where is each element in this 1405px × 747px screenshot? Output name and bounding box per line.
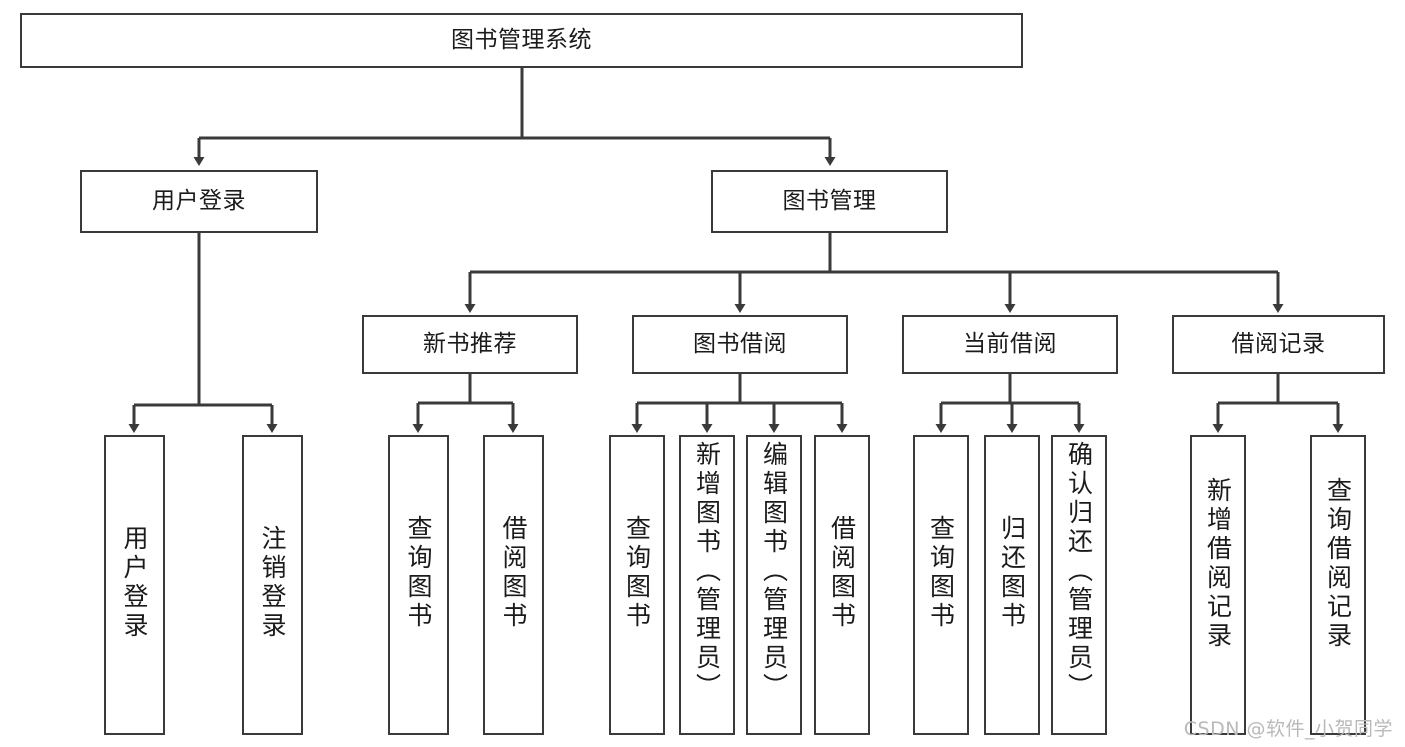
node-root-label: 图书管理系统	[451, 26, 592, 53]
node-borrow-record[interactable]: 借阅记录	[1172, 315, 1385, 374]
node-leaf-query-book-1-label: 查询图书	[404, 515, 433, 631]
node-leaf-user-login[interactable]: 用户登录	[104, 435, 165, 735]
node-leaf-edit-book-label: 编辑图书（管理员）	[759, 441, 789, 702]
node-leaf-add-record-label: 新增借阅记录	[1203, 477, 1233, 651]
node-leaf-add-record[interactable]: 新增借阅记录	[1190, 435, 1246, 735]
node-leaf-borrow-book-1[interactable]: 借阅图书	[483, 435, 544, 735]
node-new-book-recommend-label: 新书推荐	[423, 330, 517, 357]
node-user-login[interactable]: 用户登录	[80, 170, 318, 233]
node-leaf-logout-label: 注销登录	[258, 525, 287, 641]
node-leaf-borrow-book-2[interactable]: 借阅图书	[814, 435, 870, 735]
node-current-borrow-label: 当前借阅	[963, 330, 1057, 357]
node-new-book-recommend[interactable]: 新书推荐	[362, 315, 578, 374]
node-leaf-query-record-label: 查询借阅记录	[1323, 477, 1353, 651]
node-leaf-query-book-2-label: 查询图书	[622, 515, 652, 631]
node-leaf-confirm-return[interactable]: 确认归还（管理员）	[1051, 435, 1107, 735]
node-leaf-query-book-3[interactable]: 查询图书	[913, 435, 969, 735]
node-leaf-borrow-book-2-label: 借阅图书	[827, 515, 857, 631]
node-leaf-return-book-label: 归还图书	[997, 515, 1027, 631]
node-leaf-query-book-3-label: 查询图书	[926, 515, 956, 631]
node-leaf-borrow-book-1-label: 借阅图书	[499, 515, 528, 631]
node-leaf-confirm-return-label: 确认归还（管理员）	[1064, 441, 1094, 702]
watermark-text: CSDN @软件_小贺同学	[1183, 718, 1393, 740]
node-leaf-user-login-label: 用户登录	[120, 525, 149, 641]
node-leaf-query-book-2[interactable]: 查询图书	[609, 435, 665, 735]
node-borrow-record-label: 借阅记录	[1231, 330, 1326, 357]
node-leaf-add-book[interactable]: 新增图书（管理员）	[679, 435, 735, 735]
node-book-borrow[interactable]: 图书借阅	[632, 315, 848, 374]
node-leaf-logout[interactable]: 注销登录	[242, 435, 303, 735]
node-root[interactable]: 图书管理系统	[20, 13, 1023, 68]
node-leaf-return-book[interactable]: 归还图书	[984, 435, 1040, 735]
node-leaf-query-book-1[interactable]: 查询图书	[388, 435, 449, 735]
node-book-manage-label: 图书管理	[782, 187, 877, 214]
node-book-borrow-label: 图书借阅	[693, 330, 787, 357]
node-leaf-add-book-label: 新增图书（管理员）	[692, 441, 722, 702]
node-leaf-query-record[interactable]: 查询借阅记录	[1310, 435, 1366, 735]
node-book-manage[interactable]: 图书管理	[711, 170, 948, 233]
node-leaf-edit-book[interactable]: 编辑图书（管理员）	[746, 435, 802, 735]
node-current-borrow[interactable]: 当前借阅	[902, 315, 1118, 374]
node-user-login-label: 用户登录	[152, 187, 246, 214]
